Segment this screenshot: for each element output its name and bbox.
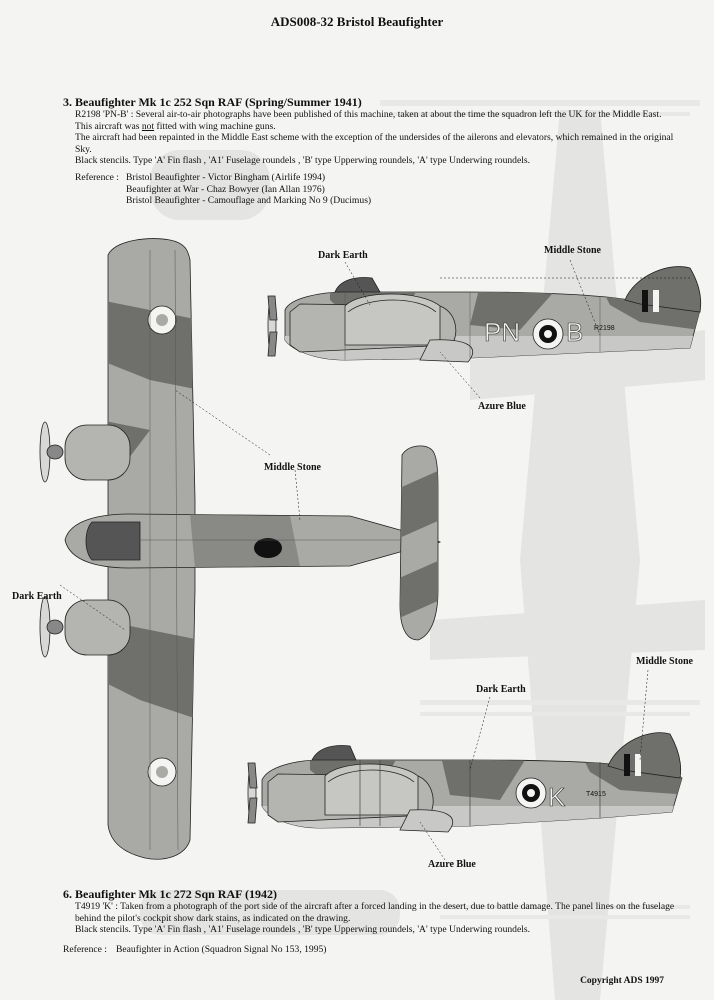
section-3-gun-note: This aircraft was not fitted with wing m… bbox=[75, 120, 276, 132]
fuselage-code-b: B bbox=[566, 317, 583, 347]
reference-item: Bristol Beaufighter - Camouflage and Mar… bbox=[126, 195, 372, 207]
reference-label: Reference : bbox=[75, 172, 119, 183]
section-6-title: 6. Beaufighter Mk 1c 272 Sqn RAF (1942) bbox=[63, 887, 277, 901]
reference-item: Beaufighter in Action (Squadron Signal N… bbox=[116, 944, 327, 955]
fuselage-code-pn: PN bbox=[484, 317, 520, 347]
callout-azure-blue-bottom: Azure Blue bbox=[428, 859, 476, 870]
section-3-references: Reference : Bristol Beaufighter - Victor… bbox=[75, 172, 475, 212]
callout-middle-stone-bottom: Middle Stone bbox=[636, 656, 693, 667]
reference-label: Reference : bbox=[63, 944, 107, 955]
side-view-k bbox=[247, 669, 683, 861]
callout-dark-earth-top: Dark Earth bbox=[318, 250, 368, 261]
sheet-title: ADS008-32 Bristol Beaufighter bbox=[270, 14, 444, 29]
plan-view bbox=[39, 238, 442, 860]
fuselage-code-k: K bbox=[548, 782, 566, 812]
reference-item: Beaufighter at War - Chaz Bowyer (Ian Al… bbox=[126, 183, 325, 195]
section-6-description: T4919 'K' : Taken from a photograph of t… bbox=[75, 901, 685, 936]
section-6-line: T4919 'K' : Taken from a photograph of t… bbox=[75, 901, 675, 924]
callout-azure-blue-top: Azure Blue bbox=[478, 401, 526, 412]
section-3-title: 3. Beaufighter Mk 1c 252 Sqn RAF (Spring… bbox=[63, 95, 362, 109]
fuselage-serial-r2198: R2198 bbox=[594, 325, 615, 332]
section-3-line: The aircraft had been repainted in the M… bbox=[75, 132, 674, 155]
callout-middle-stone-top: Middle Stone bbox=[544, 245, 601, 256]
side-view-pnb bbox=[267, 259, 702, 399]
callout-dark-earth-plan: Dark Earth bbox=[12, 591, 62, 602]
section-6-line: Black stencils. Type 'A' Fin flash , 'A1… bbox=[75, 924, 531, 936]
reference-item: Bristol Beaufighter - Victor Bingham (Ai… bbox=[126, 172, 326, 183]
copyright-notice: Copyright ADS 1997 bbox=[580, 976, 664, 986]
section-6-references: Reference : Beaufighter in Action (Squad… bbox=[63, 944, 463, 958]
callout-middle-stone-plan: Middle Stone bbox=[264, 462, 321, 473]
callout-dark-earth-bottom: Dark Earth bbox=[476, 684, 526, 695]
fuselage-serial-t4915: T4915 bbox=[586, 791, 606, 798]
section-3-line: R2198 'PN-B' : Several air-to-air photog… bbox=[75, 109, 662, 120]
section-3-description: R2198 'PN-B' : Several air-to-air photog… bbox=[75, 109, 675, 167]
section-3-line: Black stencils. Type 'A' Fin flash , 'A1… bbox=[75, 155, 531, 167]
